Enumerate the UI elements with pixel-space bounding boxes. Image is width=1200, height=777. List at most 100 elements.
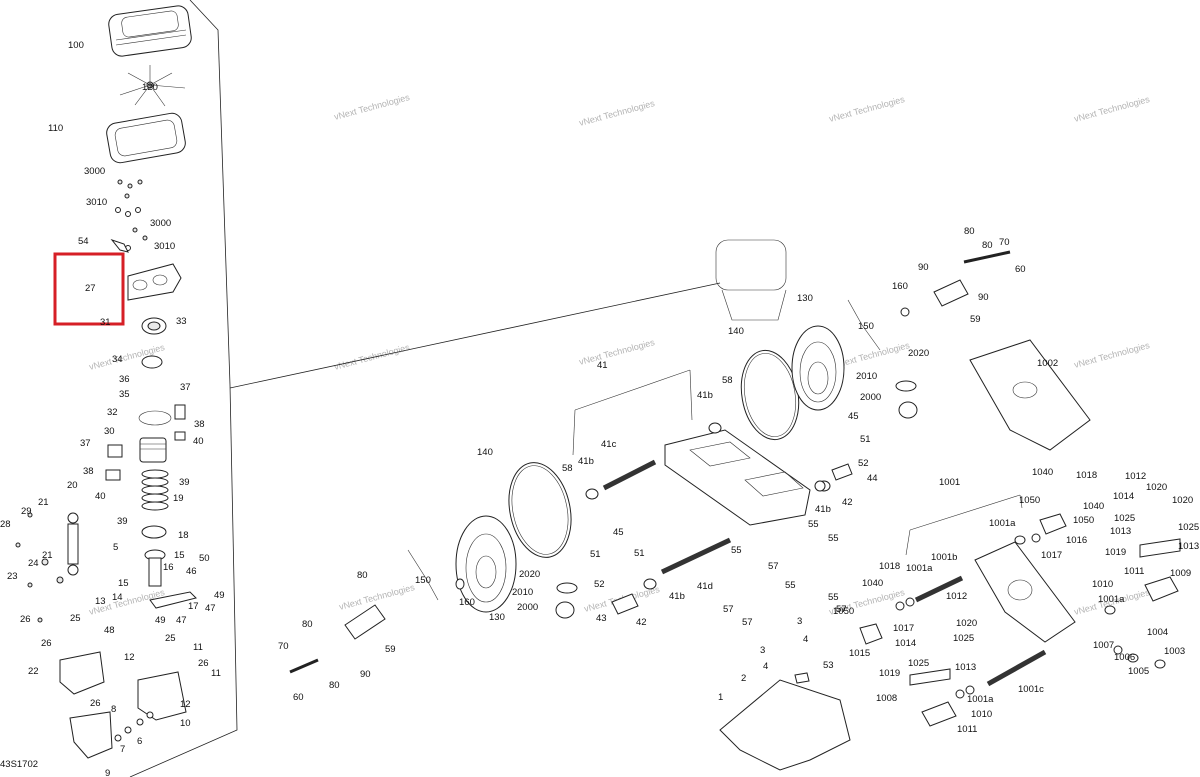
label-18: 18: [178, 530, 189, 541]
label-1050: 1050: [1073, 515, 1094, 526]
label-45: 45: [848, 411, 859, 422]
label-17: 17: [188, 601, 199, 612]
side-cover-part: [59, 651, 105, 695]
housing-part: [137, 671, 187, 721]
label-1020: 1020: [956, 618, 977, 629]
label-3010: 3010: [86, 197, 107, 208]
watermark-text: vNext Technologies: [578, 98, 656, 128]
label-2020: 2020: [908, 348, 929, 359]
label-38: 38: [194, 419, 205, 430]
label-54: 54: [78, 236, 89, 247]
label-2020: 2020: [519, 569, 540, 580]
clip-part: [110, 238, 129, 253]
label-150: 150: [858, 321, 874, 332]
label-59: 59: [970, 314, 981, 325]
label-58: 58: [722, 375, 733, 386]
label-41b: 41b: [669, 591, 685, 602]
label-44: 44: [867, 473, 878, 484]
label-3000: 3000: [150, 218, 171, 229]
label-58: 58: [562, 463, 573, 474]
label-1001: 1001: [939, 477, 960, 488]
spring-seat-part: [141, 355, 163, 369]
label-1: 1: [718, 692, 723, 703]
label-1001b: 1001b: [931, 552, 957, 563]
ring-seal-part: [508, 462, 572, 558]
engine-mount-part: [719, 679, 851, 771]
label-24: 24: [28, 558, 39, 569]
label-3: 3: [797, 616, 802, 627]
label-34: 34: [112, 354, 123, 365]
label-14: 14: [112, 592, 123, 603]
label-3000: 3000: [84, 166, 105, 177]
label-39: 39: [179, 477, 190, 488]
label-26: 26: [90, 698, 101, 709]
label-53: 53: [823, 660, 834, 671]
label-1015: 1015: [849, 648, 870, 659]
label-49: 49: [155, 615, 166, 626]
label-1025: 1025: [1114, 513, 1135, 524]
label-3010: 3010: [154, 241, 175, 252]
label-36: 36: [119, 374, 130, 385]
bracket-part: [174, 404, 186, 420]
label-1001a: 1001a: [906, 563, 933, 574]
label-37: 37: [180, 382, 191, 393]
label-1014: 1014: [1113, 491, 1134, 502]
label-1001a: 1001a: [1098, 594, 1125, 605]
label-4: 4: [803, 634, 808, 645]
label-1001a: 1001a: [989, 518, 1016, 529]
label-20: 20: [67, 480, 78, 491]
left-column-frame: [129, 0, 721, 777]
frame-cover-part: [969, 339, 1091, 451]
clamp-part: [344, 604, 386, 640]
leader-lines: [407, 299, 1023, 601]
label-80: 80: [982, 240, 993, 251]
label-30: 30: [104, 426, 115, 437]
watermark-text: vNext Technologies: [333, 92, 411, 122]
label-100: 100: [68, 40, 84, 51]
label-1019: 1019: [879, 668, 900, 679]
swing-arm-part: [664, 429, 811, 526]
label-80: 80: [329, 680, 340, 691]
label-60: 60: [293, 692, 304, 703]
label-140: 140: [728, 326, 744, 337]
label-51: 51: [860, 434, 871, 445]
label-1040: 1040: [862, 578, 883, 589]
label-40: 40: [95, 491, 106, 502]
label-1013: 1013: [1178, 541, 1199, 552]
bracket-part: [107, 444, 123, 458]
label-57: 57: [836, 604, 847, 615]
label-140: 140: [477, 447, 493, 458]
center-parts: [289, 239, 1181, 771]
label-1005: 1005: [1128, 666, 1149, 677]
label-1040: 1040: [1083, 501, 1104, 512]
spring-part: [141, 469, 169, 511]
label-1018: 1018: [1076, 470, 1097, 481]
label-1011: 1011: [1124, 566, 1144, 577]
label-55: 55: [828, 533, 839, 544]
label-60: 60: [1015, 264, 1026, 275]
label-22: 22: [28, 666, 39, 677]
label-1006: 1006: [1114, 652, 1135, 663]
label-2010: 2010: [856, 371, 877, 382]
label-1011: 1011: [957, 724, 977, 735]
label-55: 55: [731, 545, 742, 556]
rear-arm-part: [974, 541, 1076, 643]
bracket-part: [174, 431, 186, 441]
label-1018: 1018: [879, 561, 900, 572]
label-51: 51: [590, 549, 601, 560]
label-130: 130: [797, 293, 813, 304]
label-120: 120: [142, 82, 158, 93]
label-49: 49: [214, 590, 225, 601]
label-45: 45: [613, 527, 624, 538]
label-1004: 1004: [1147, 627, 1168, 638]
label-7: 7: [120, 744, 125, 755]
label-26: 26: [20, 614, 31, 625]
label-26: 26: [198, 658, 209, 669]
highlight-box: [53, 252, 125, 326]
label-9: 9: [105, 768, 110, 777]
label-80: 80: [302, 619, 313, 630]
label-12: 12: [180, 699, 191, 710]
label-25: 25: [70, 613, 81, 624]
label-1010: 1010: [971, 709, 992, 720]
bracket-part: [105, 469, 121, 481]
